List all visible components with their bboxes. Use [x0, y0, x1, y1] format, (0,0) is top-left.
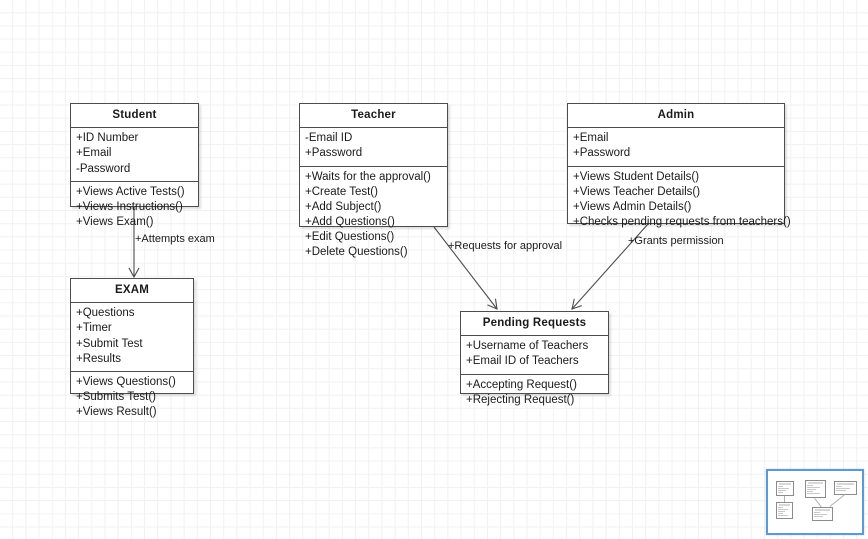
- attribute-row: +Email: [76, 147, 112, 160]
- method-row: +Rejecting Request(): [466, 393, 575, 406]
- method-row: +Checks pending requests from teachers(): [573, 216, 791, 229]
- class-methods-admin: +Views Student Details() +Views Teacher D…: [568, 165, 791, 235]
- attribute-row: -Email ID: [305, 132, 353, 145]
- class-title-student: Student: [71, 104, 198, 129]
- minimap-box: [776, 502, 793, 519]
- minimap-box-row: [778, 511, 786, 513]
- attribute-row: +Timer: [76, 322, 112, 335]
- minimap-box-title: [779, 482, 791, 485]
- minimap-box-row: [778, 490, 786, 492]
- minimap-box-row: [778, 485, 783, 487]
- minimap-box-row: [778, 513, 783, 515]
- minimap-connector: [784, 496, 785, 502]
- class-box-teacher[interactable]: Teacher -Email ID +Password +Waits for the …: [299, 103, 448, 258]
- minimap-box: [776, 481, 794, 496]
- class-box-student[interactable]: Student +ID Number +Email -Password +Views A…: [70, 103, 199, 228]
- method-row: +Views Questions(): [76, 375, 176, 388]
- minimap-box-row: [778, 508, 789, 510]
- minimap-box: [834, 481, 857, 495]
- class-box-exam[interactable]: EXAM +Questions +Timer +Submit Test +Results…: [70, 278, 194, 418]
- minimap-content: [768, 471, 862, 533]
- method-row: +Views Student Details(): [573, 170, 700, 183]
- method-row: +Waits for the approval(): [305, 170, 431, 183]
- minimap-box-row: [807, 489, 817, 491]
- minimap-box-title: [808, 481, 823, 484]
- attribute-row: -Password: [76, 162, 131, 175]
- method-row: +Add Subject(): [305, 200, 382, 213]
- attribute-row: +ID Number: [76, 132, 139, 145]
- attribute-row: +Email: [573, 132, 609, 145]
- class-attributes-teacher: -Email ID +Password: [300, 128, 447, 165]
- class-title-exam: EXAM: [71, 279, 193, 304]
- class-attributes-pending_requests: +Username of Teachers +Email ID of Teache…: [461, 336, 608, 373]
- edge-label-teacher-pending: +Requests for approval: [448, 240, 563, 252]
- diagram-minimap[interactable]: [766, 469, 864, 535]
- edge-label-admin-pending: +Grants permission: [628, 235, 724, 247]
- class-title-teacher: Teacher: [300, 104, 447, 129]
- method-row: +Views Teacher Details(): [573, 185, 701, 198]
- attribute-row: +Results: [76, 352, 122, 365]
- minimap-connector: [829, 494, 845, 507]
- class-box-admin[interactable]: Admin +Email +Password +Views Student Detai…: [567, 103, 791, 228]
- minimap-box-row: [814, 516, 824, 518]
- minimap-box-row: [778, 487, 789, 489]
- minimap-box-row: [778, 515, 789, 517]
- minimap-box-row: [836, 487, 851, 489]
- minimap-box: [805, 480, 826, 498]
- class-attributes-exam: +Questions +Timer +Submit Test +Results: [71, 303, 193, 371]
- class-methods-teacher: +Waits for the approval() +Create Test() +…: [300, 165, 447, 265]
- minimap-box-row: [778, 492, 783, 494]
- method-row: +Views Exam(): [76, 216, 154, 229]
- method-row: +Views Result(): [76, 406, 157, 419]
- minimap-box-row: [807, 491, 813, 493]
- method-row: +Create Test(): [305, 185, 378, 198]
- attribute-row: +Password: [573, 147, 631, 160]
- class-methods-student: +Views Active Tests() +Views Instructions…: [71, 180, 198, 235]
- method-row: +Delete Questions(): [305, 246, 408, 259]
- class-title-pending_requests: Pending Requests: [461, 312, 608, 337]
- minimap-box-row: [814, 511, 820, 513]
- method-row: +Views Admin Details(): [573, 200, 692, 213]
- minimap-box-title: [779, 503, 790, 506]
- method-row: +Views Active Tests(): [76, 185, 185, 198]
- attribute-row: +Username of Teachers: [466, 340, 589, 353]
- class-box-pending_requests[interactable]: Pending Requests +Username of Teachers +Em…: [460, 311, 609, 406]
- method-row: +Views Instructions(): [76, 200, 183, 213]
- minimap-box-title: [815, 508, 830, 511]
- class-title-admin: Admin: [568, 104, 784, 129]
- class-attributes-student: +ID Number +Email -Password: [71, 128, 198, 181]
- method-row: +Add Questions(): [305, 216, 395, 229]
- method-row: +Accepting Request(): [466, 378, 577, 391]
- class-attributes-admin: +Email +Password: [568, 128, 784, 165]
- minimap-box-row: [807, 486, 820, 488]
- minimap-box-row: [836, 485, 843, 487]
- attribute-row: +Submit Test: [76, 337, 143, 350]
- class-methods-exam: +Views Questions() +Submits Test() +Views …: [71, 370, 193, 425]
- minimap-box-row: [814, 513, 827, 515]
- attribute-row: +Email ID of Teachers: [466, 355, 579, 368]
- minimap-box-row: [836, 490, 847, 492]
- attribute-row: +Password: [305, 147, 363, 160]
- edge-label-student-exam: +Attempts exam: [135, 233, 215, 245]
- method-row: +Submits Test(): [76, 391, 156, 404]
- minimap-box-title: [837, 482, 854, 485]
- class-methods-pending_requests: +Accepting Request() +Rejecting Request(): [461, 373, 608, 412]
- attribute-row: +Questions: [76, 307, 135, 320]
- method-row: +Edit Questions(): [305, 231, 395, 244]
- minimap-box-row: [778, 506, 783, 508]
- minimap-box-row: [807, 484, 813, 486]
- minimap-box-row: [807, 493, 820, 495]
- minimap-box: [812, 507, 833, 521]
